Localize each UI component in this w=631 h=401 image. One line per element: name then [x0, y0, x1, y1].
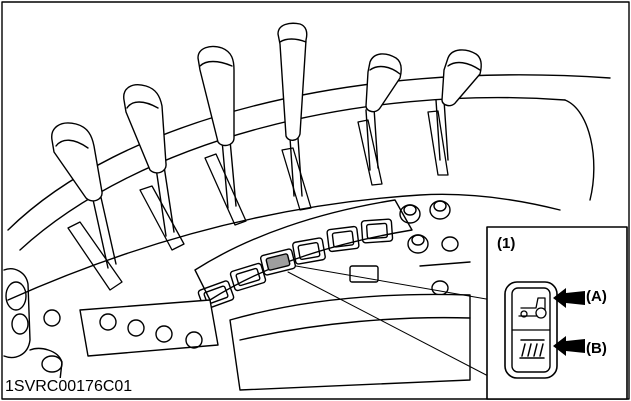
console-inner-edge: [19, 96, 566, 251]
armrest: [229, 293, 471, 391]
left-arrow-icon-a: [553, 288, 585, 308]
marker-b-label: (B): [586, 340, 607, 357]
lever-slot-3: [204, 153, 247, 226]
button-row: [43, 299, 219, 357]
lever-slot-2: [139, 185, 185, 251]
lever-slot-5: [357, 119, 383, 186]
rocker-switch-5: [326, 225, 360, 253]
console-front-edge: [7, 193, 561, 301]
left-side-machinery: [3, 268, 63, 381]
round-button-4: [185, 331, 203, 349]
rocker-switch-highlighted: [259, 248, 297, 276]
rocker-switch-6: [360, 218, 394, 244]
lever-2: [123, 84, 175, 237]
lever-slot-6: [427, 110, 449, 176]
callout-box: [486, 226, 628, 400]
small-switch: [349, 265, 379, 283]
rocker-switches: [197, 218, 394, 310]
lever-slot-1: [67, 221, 123, 291]
lever-1: [51, 122, 117, 269]
console-side-edge: [564, 99, 595, 201]
knob-3: [407, 234, 429, 254]
left-arrow-icon-b: [553, 336, 585, 356]
console-top-edge: [7, 74, 611, 231]
rocker-switch-4: [292, 237, 326, 265]
knob-5: [431, 280, 449, 296]
round-button-5: [43, 309, 61, 327]
marker-a-label: (A): [586, 288, 607, 305]
round-button-2: [127, 319, 145, 337]
rocker-switch-2: [229, 262, 267, 292]
knobs: [399, 200, 471, 296]
switch-panel: [194, 199, 413, 310]
round-button-3: [155, 325, 173, 343]
double-bar-icon: [519, 339, 545, 359]
lever-slot-4: [281, 147, 312, 211]
leader-lines: [287, 265, 493, 379]
round-button-1: [99, 313, 117, 331]
lever-5: [365, 53, 402, 171]
lever-4: [277, 22, 308, 197]
knob-2: [429, 200, 451, 220]
tractor-icon: [518, 297, 547, 319]
lever-3: [197, 45, 237, 209]
lever-slots: [67, 110, 449, 291]
lever-6: [435, 49, 482, 161]
knob-4: [441, 236, 459, 252]
figure-code: 1SVRC00176C01: [4, 378, 136, 396]
callout-label: (1): [497, 235, 516, 252]
